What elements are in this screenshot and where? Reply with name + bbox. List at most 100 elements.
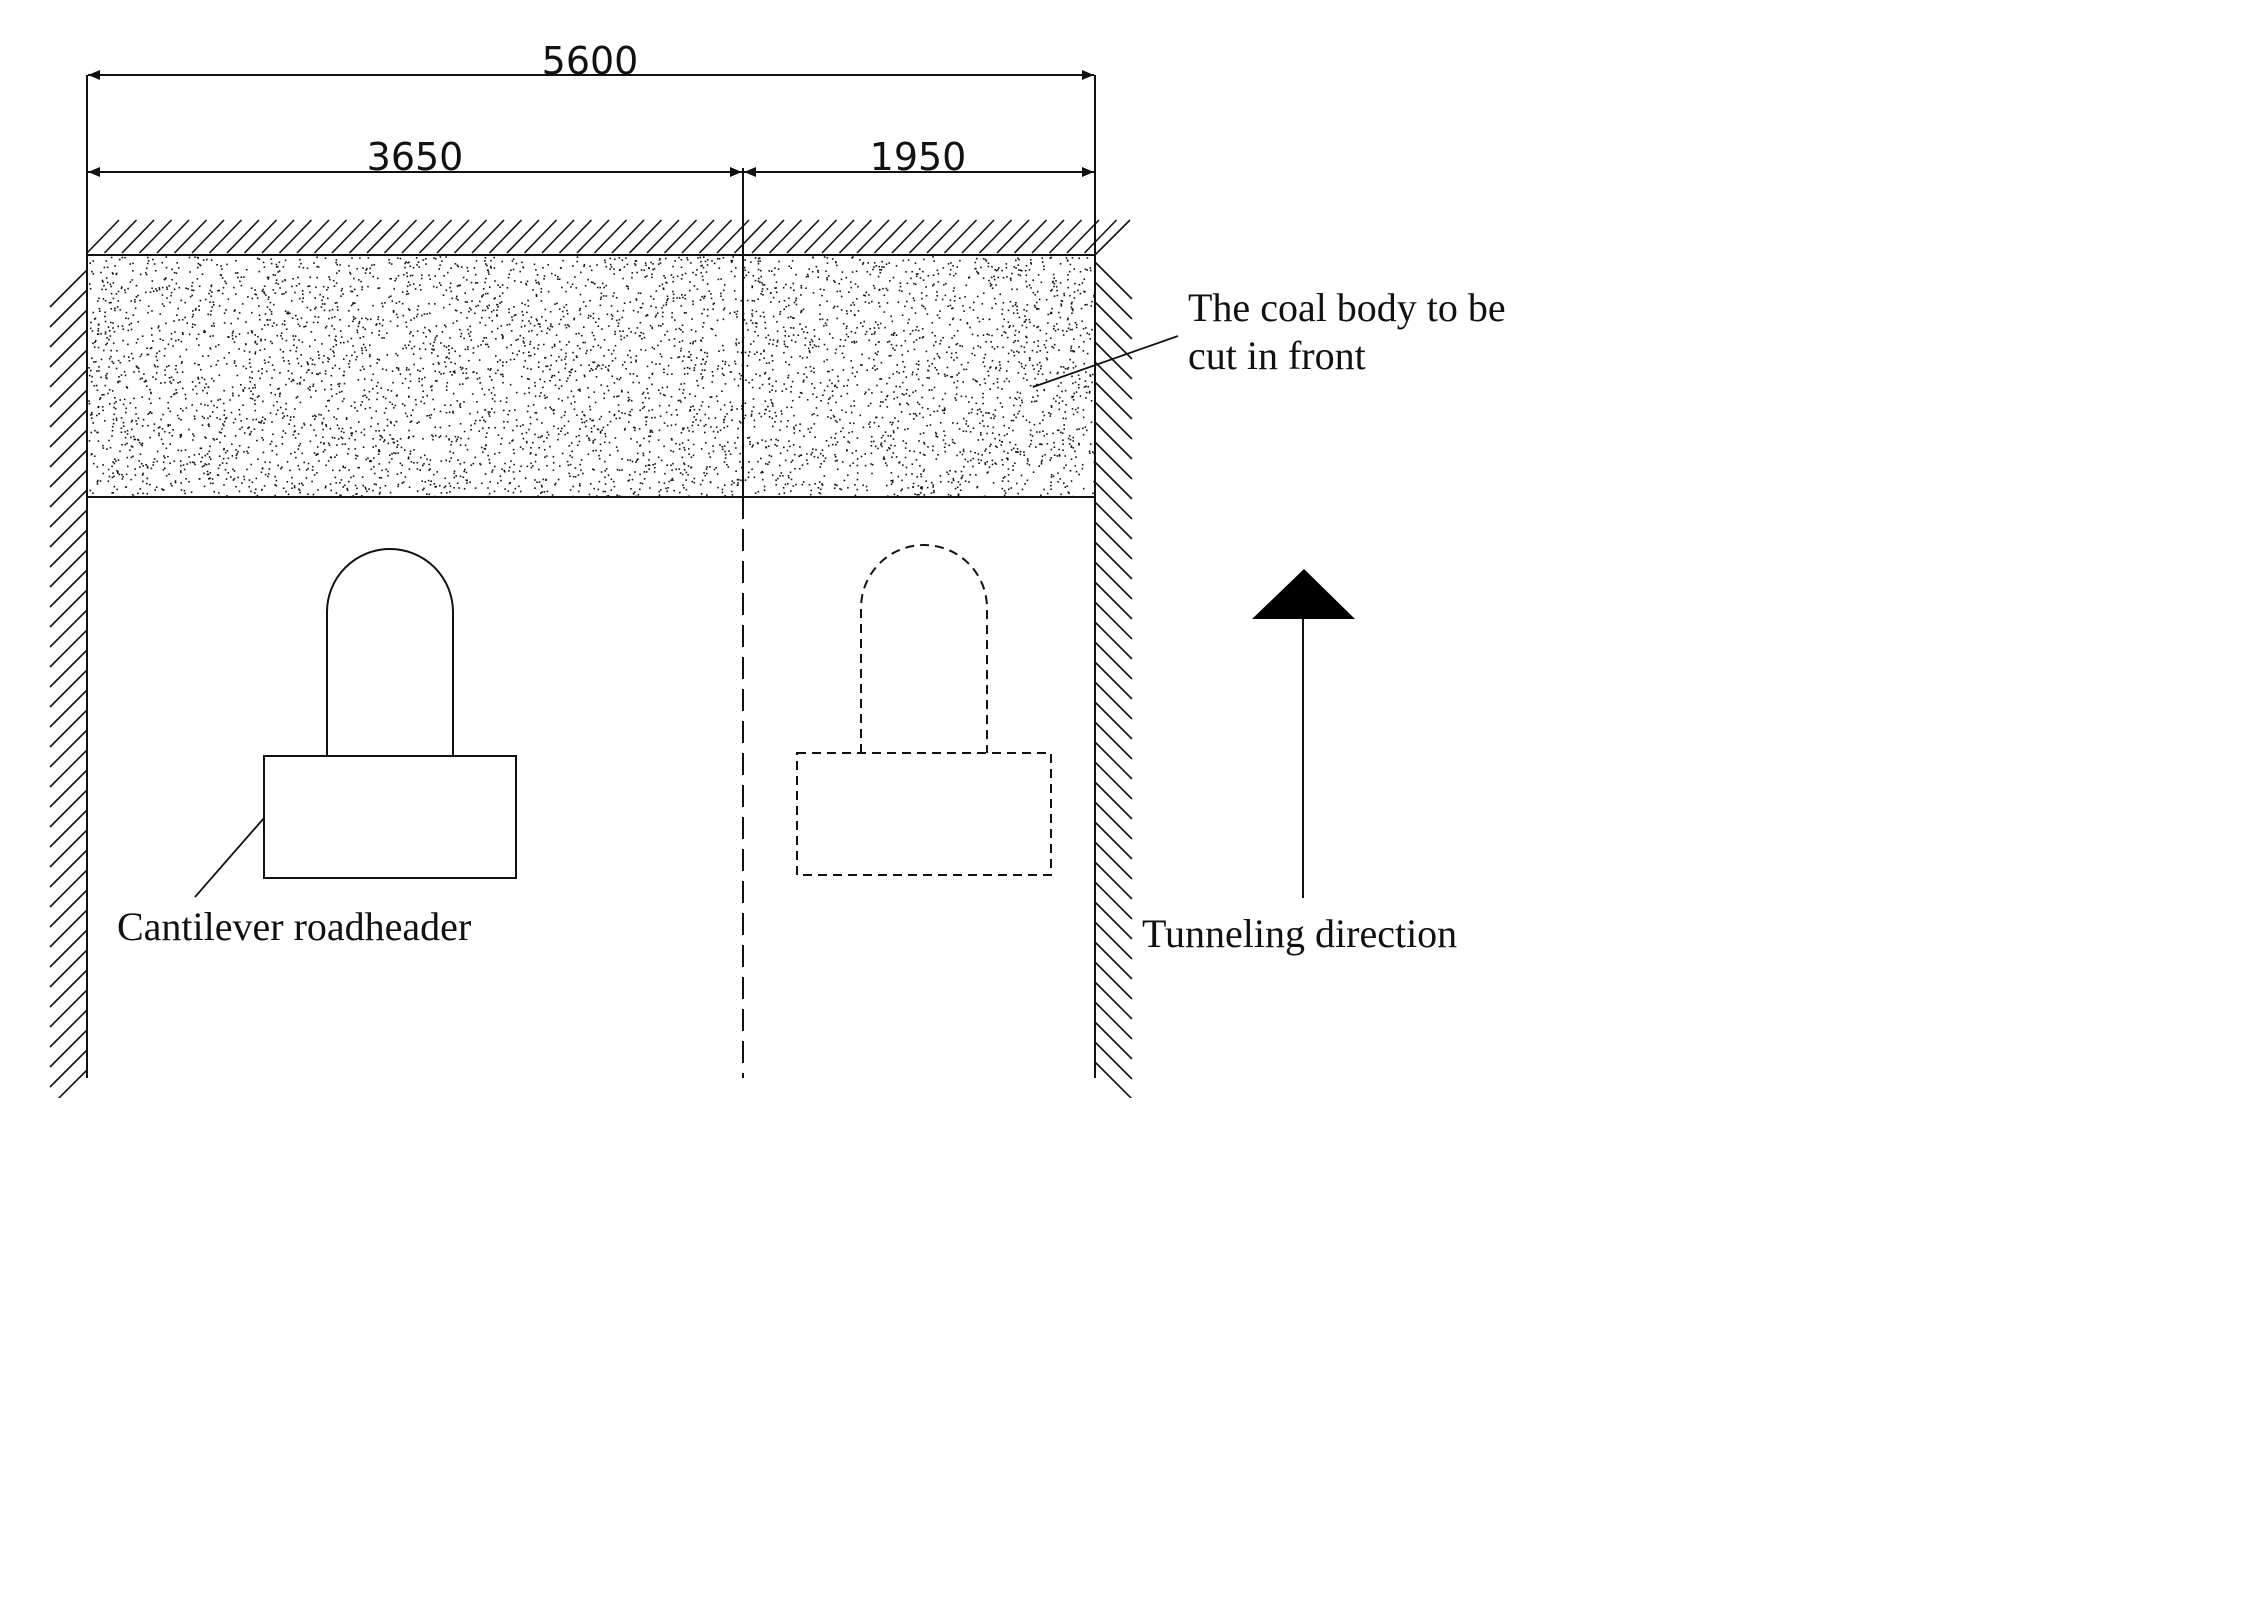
stipple-dot — [329, 348, 332, 351]
stipple-dot — [365, 458, 367, 461]
stipple-dot — [125, 317, 127, 320]
stipple-dot — [822, 394, 824, 396]
stipple-dot — [906, 402, 908, 404]
stipple-dot — [993, 417, 995, 420]
stipple-dot — [452, 410, 454, 413]
stipple-dot — [718, 350, 720, 352]
stipple-dot — [684, 294, 686, 297]
stipple-dot — [760, 275, 762, 278]
stipple-dot — [378, 334, 380, 336]
stipple-dot — [678, 297, 681, 299]
stipple-dot — [730, 483, 733, 486]
stipple-dot — [1016, 309, 1018, 311]
stipple-dot — [786, 406, 788, 409]
stipple-dot — [513, 306, 515, 308]
stipple-dot — [803, 373, 805, 375]
stipple-dot — [666, 295, 669, 298]
stipple-dot — [269, 412, 272, 414]
stipple-dot — [516, 425, 518, 427]
stipple-dot — [617, 325, 619, 327]
stipple-dot — [199, 264, 202, 267]
hatch-line — [49, 1009, 88, 1048]
stipple-dot — [404, 266, 406, 269]
stipple-dot — [899, 386, 901, 388]
stipple-dot — [720, 292, 722, 295]
stipple-dot — [1078, 283, 1081, 286]
stipple-dot — [953, 334, 956, 337]
stipple-dot — [240, 384, 242, 386]
stipple-dot — [628, 327, 630, 330]
hatch-line — [49, 749, 88, 788]
stipple-dot — [854, 332, 857, 334]
stipple-dot — [563, 306, 565, 309]
stipple-dot — [1067, 437, 1070, 440]
stipple-dot — [851, 257, 853, 259]
stipple-dot — [146, 482, 148, 485]
stipple-dot — [486, 264, 488, 267]
stipple-dot — [645, 465, 647, 467]
stipple-dot — [920, 473, 922, 475]
stipple-dot — [997, 276, 999, 279]
stipple-dot — [544, 407, 547, 409]
stipple-dot — [886, 449, 889, 452]
stipple-dot — [1053, 454, 1056, 456]
stipple-dot — [909, 413, 911, 415]
stipple-dot — [1072, 436, 1074, 439]
stipple-dot — [204, 331, 207, 333]
stipple-dot — [124, 431, 126, 433]
stipple-dot — [500, 443, 502, 445]
stipple-dot — [242, 389, 244, 391]
stipple-dot — [503, 426, 505, 429]
stipple-dot — [439, 410, 442, 413]
stipple-dot — [838, 282, 840, 285]
stipple-dot — [158, 350, 161, 353]
stipple-dot — [299, 491, 301, 494]
stipple-dot — [322, 451, 325, 453]
stipple-dot — [946, 351, 948, 354]
stipple-dot — [954, 487, 957, 490]
stipple-dot — [870, 440, 873, 443]
stipple-dot — [1063, 294, 1066, 297]
stipple-dot — [510, 460, 512, 462]
stipple-dot — [912, 486, 914, 488]
stipple-dot — [734, 360, 736, 363]
stipple-dot — [178, 267, 180, 269]
stipple-dot — [1067, 491, 1070, 494]
stipple-dot — [788, 304, 790, 307]
hatch-line — [943, 219, 978, 254]
stipple-dot — [926, 377, 929, 379]
stipple-dot — [1066, 485, 1069, 487]
stipple-dot — [90, 321, 92, 324]
hatch-line — [558, 219, 593, 254]
stipple-dot — [280, 332, 283, 334]
stipple-dot — [612, 295, 614, 297]
stipple-dot — [301, 290, 304, 292]
stipple-dot — [790, 478, 793, 481]
stipple-dot — [534, 479, 536, 481]
stipple-dot — [787, 474, 790, 477]
stipple-dot — [846, 384, 849, 387]
hatch-line — [821, 219, 855, 254]
stipple-dot — [481, 482, 483, 485]
stipple-dot — [137, 294, 139, 297]
stipple-dot — [303, 461, 305, 464]
stipple-dot — [135, 342, 138, 344]
stipple-dot — [793, 432, 796, 434]
stipple-dot — [212, 437, 215, 440]
stipple-dot — [982, 318, 984, 320]
stipple-dot — [232, 330, 234, 333]
stipple-dot — [774, 267, 776, 269]
stipple-dot — [1082, 427, 1084, 430]
stipple-dot — [622, 364, 624, 366]
stipple-dot — [841, 409, 843, 412]
stipple-dot — [166, 297, 168, 299]
stipple-dot — [683, 373, 686, 375]
stipple-dot — [688, 430, 690, 432]
stipple-dot — [894, 445, 896, 447]
stipple-dot — [352, 475, 355, 478]
stipple-dot — [988, 466, 991, 468]
stipple-dot — [754, 331, 756, 333]
stipple-dot — [989, 285, 992, 287]
stipple-dot — [989, 388, 991, 390]
stipple-dot — [681, 340, 684, 342]
